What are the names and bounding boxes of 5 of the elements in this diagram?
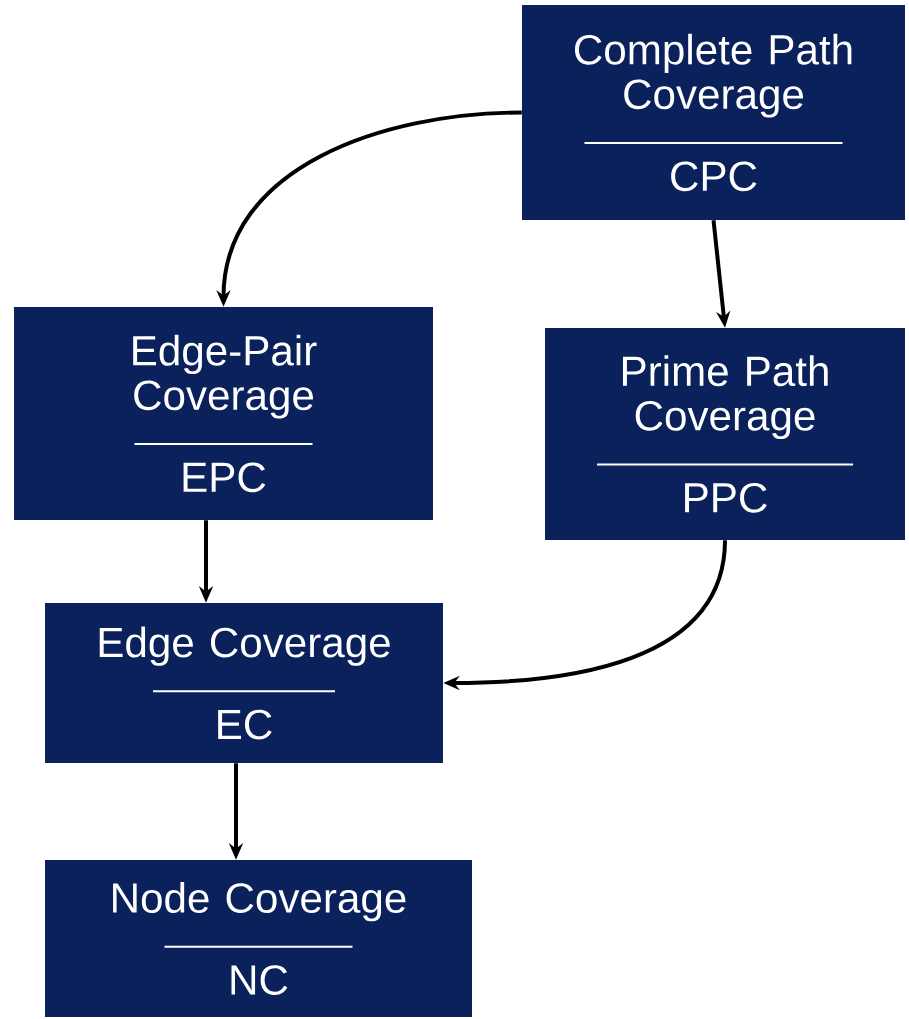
coverage-box: Prime Path Coverage PPC [545,328,905,540]
coverage-box: Node Coverage NC [45,860,472,1017]
coverage-box: Complete Path Coverage CPC [522,5,905,220]
coverage-box: Edge-Pair Coverage EPC [14,307,433,520]
coverage-box: Edge Coverage EC [45,603,443,763]
